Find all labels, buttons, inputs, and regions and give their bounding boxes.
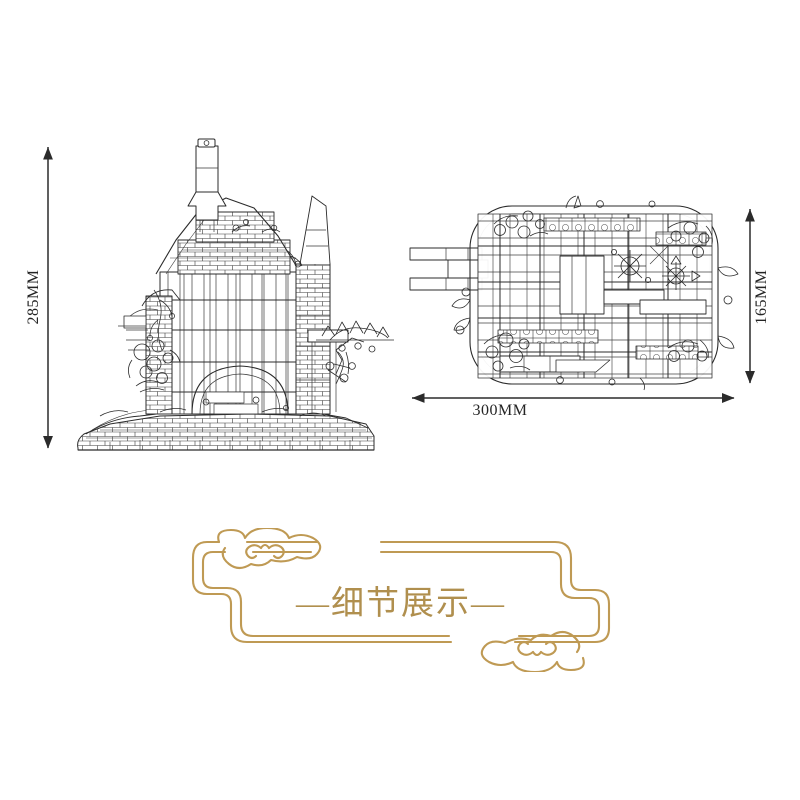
dimension-arrows (43, 146, 755, 449)
cloud-ornament-bottom-right (480, 630, 585, 672)
banner-frame (191, 528, 611, 672)
cloud-ornament-top-left (217, 528, 322, 570)
dimension-depth-label: 165MM (753, 269, 770, 325)
dimension-width-label: 300MM (472, 402, 528, 419)
top-plan-drawing (409, 195, 739, 391)
dimension-height-label: 285MM (25, 269, 42, 325)
front-elevation-drawing (77, 138, 394, 451)
section-banner: —细节展示— (185, 528, 617, 672)
